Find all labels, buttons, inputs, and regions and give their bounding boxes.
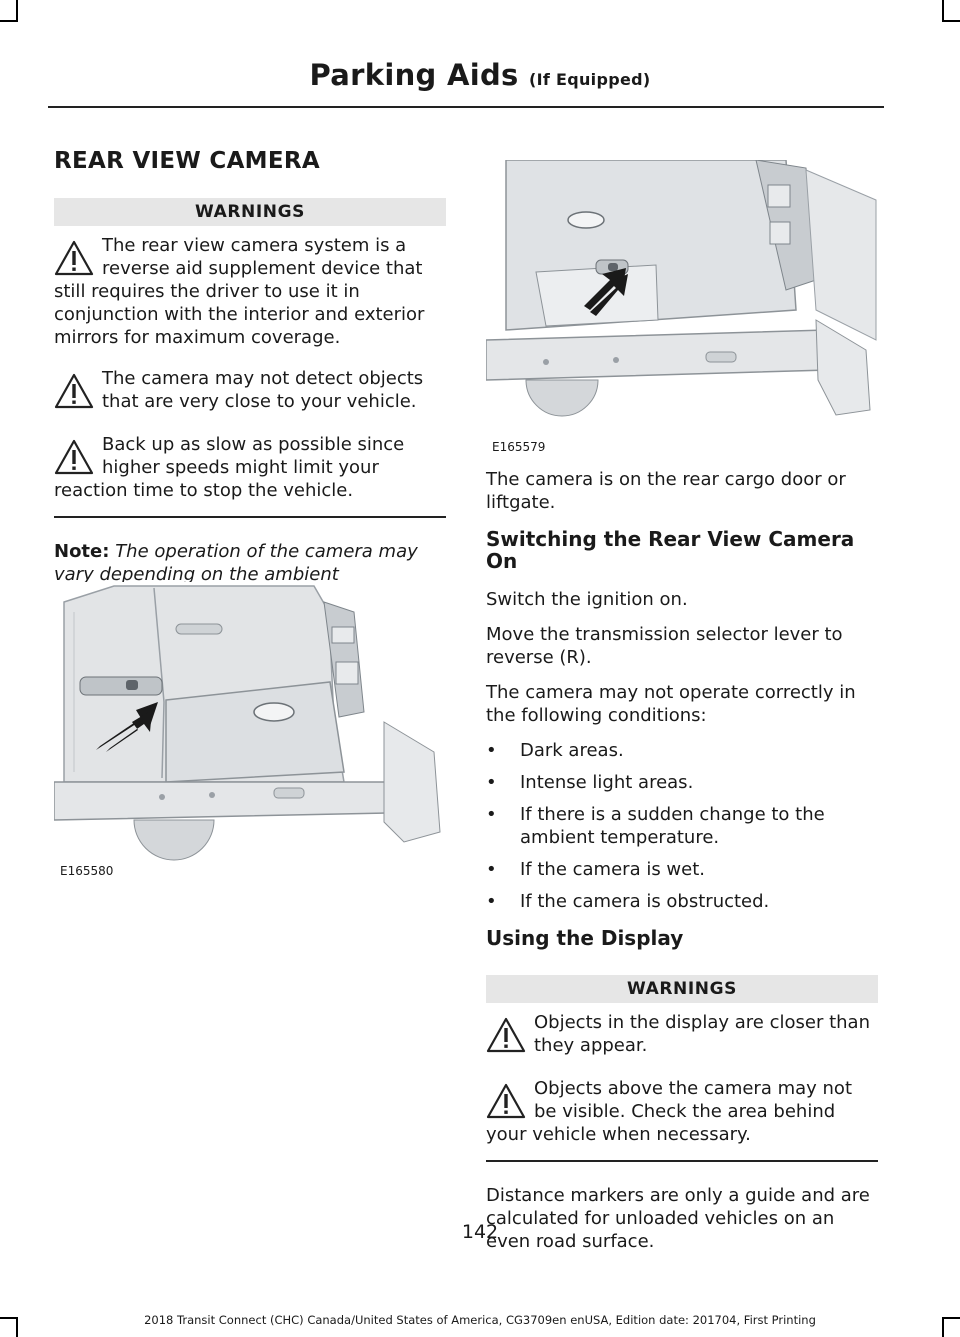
van-rear-illustration: E165579	[485, 159, 878, 458]
warnings-heading: WARNINGS	[486, 975, 878, 1003]
switch-title: Switching the Rear View Camera On	[486, 527, 855, 573]
crop-mark	[942, 0, 944, 22]
bullet: •	[486, 772, 497, 793]
note-label: Note:	[54, 541, 110, 562]
header-subtitle: (If Equipped)	[529, 70, 651, 89]
warning-triangle-icon	[54, 439, 94, 475]
warning-triangle-icon	[486, 1083, 526, 1119]
switch-step-1: Switch the ignition on.	[486, 589, 688, 610]
header-title: Parking Aids	[309, 58, 519, 92]
left-column: REAR VIEW CAMERA WARNINGS The rear view …	[54, 140, 446, 621]
section-title: REAR VIEW CAMERA	[54, 148, 320, 174]
warning-text: Objects above the camera may not be visi…	[486, 1078, 853, 1145]
crop-mark	[942, 1317, 944, 1337]
crop-mark	[0, 20, 17, 22]
condition-text: Dark areas.	[520, 740, 624, 761]
warning-item: Back up as slow as possible since higher…	[54, 433, 446, 502]
van-illustration	[485, 159, 878, 458]
crop-mark	[16, 0, 18, 22]
distance-markers-text: Distance markers are only a guide and ar…	[486, 1185, 870, 1252]
condition-text: Intense light areas.	[520, 772, 694, 793]
warning-item: Objects above the camera may not be visi…	[486, 1077, 878, 1146]
conditions-list: • Dark areas. • Intense light areas. • If t…	[486, 739, 878, 913]
van-rear-side-illustration: E165580	[53, 582, 446, 882]
crop-mark	[943, 20, 960, 22]
edition-line: 2018 Transit Connect (CHC) Canada/United…	[144, 1313, 816, 1327]
warning-text: Objects in the display are closer than t…	[534, 1012, 870, 1056]
condition-text: If the camera is wet.	[520, 859, 705, 880]
bullet: •	[486, 891, 497, 912]
camera-location-text: The camera is on the rear cargo door or …	[486, 469, 846, 513]
list-item: • Dark areas.	[486, 739, 878, 762]
warning-triangle-icon	[54, 373, 94, 409]
switch-conditions-intro: The camera may not operate correctly in …	[486, 682, 856, 726]
figure-code: E165579	[492, 440, 546, 454]
warning-triangle-icon	[54, 240, 94, 276]
crop-mark	[16, 1317, 18, 1337]
page-number: 142	[461, 1221, 499, 1243]
bullet: •	[486, 859, 497, 880]
list-item: • If there is a sudden change to the ambi…	[486, 803, 878, 849]
warning-item: Objects in the display are closer than t…	[486, 1011, 878, 1057]
van-illustration	[53, 582, 446, 882]
warnings-rule	[486, 1160, 878, 1162]
right-column: The camera is on the rear cargo door or …	[486, 468, 878, 1265]
warning-text: The rear view camera system is a reverse…	[54, 235, 425, 348]
header-rule	[48, 106, 884, 108]
warnings-heading: WARNINGS	[54, 198, 446, 226]
figure-code: E165580	[60, 864, 114, 878]
condition-text: If there is a sudden change to the ambie…	[520, 804, 825, 848]
condition-text: If the camera is obstructed.	[520, 891, 770, 912]
crop-mark	[0, 1317, 17, 1319]
warning-text: Back up as slow as possible since higher…	[54, 434, 405, 501]
warning-triangle-icon	[486, 1017, 526, 1053]
list-item: • Intense light areas.	[486, 771, 878, 794]
warning-item: The camera may not detect objects that a…	[54, 367, 446, 413]
bullet: •	[486, 740, 497, 761]
display-title: Using the Display	[486, 926, 684, 950]
crop-mark	[943, 1317, 960, 1319]
warnings-rule	[54, 516, 446, 518]
bullet: •	[486, 804, 497, 825]
warning-text: The camera may not detect objects that a…	[102, 368, 424, 412]
warning-item: The rear view camera system is a reverse…	[54, 234, 446, 349]
page-header: Parking Aids (If Equipped)	[0, 58, 960, 92]
list-item: • If the camera is wet.	[486, 858, 878, 881]
list-item: • If the camera is obstructed.	[486, 890, 878, 913]
switch-step-2: Move the transmission selector lever to …	[486, 624, 843, 668]
